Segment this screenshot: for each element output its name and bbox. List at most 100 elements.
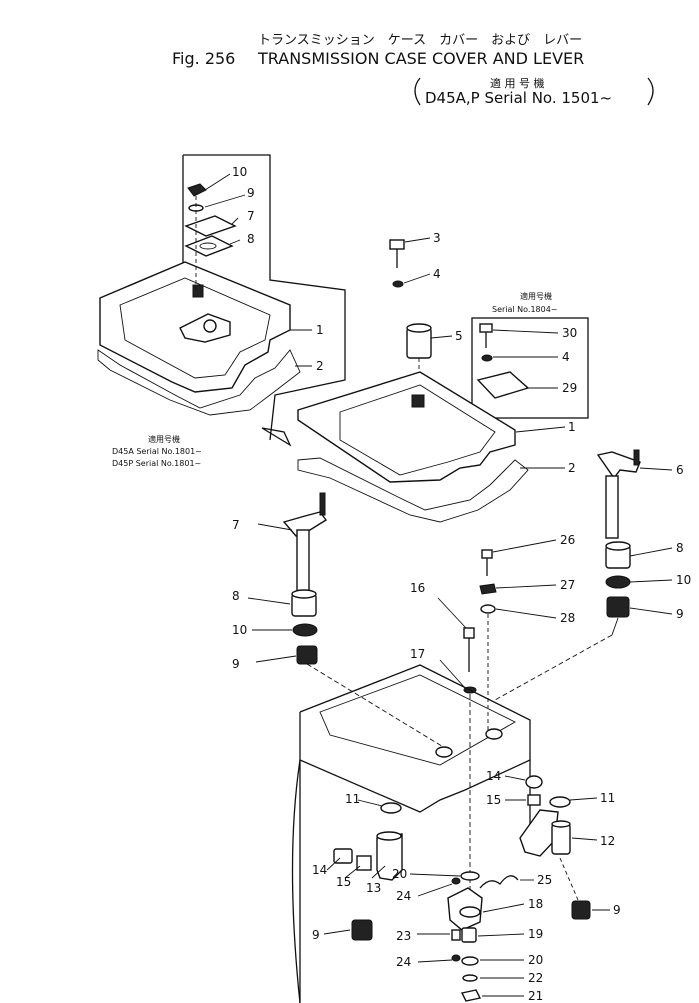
bracket-right [647,77,654,106]
bolt-30-head [479,323,493,333]
gasket-8-inset [184,235,234,257]
callout-3: 3 [433,231,441,245]
callout-24-bottom: 24 [396,955,411,969]
left-note-jp: 適用号機 [148,434,180,444]
callout-9-right: 9 [676,607,684,621]
callout-1b: 1 [568,420,576,434]
callout-22: 22 [528,971,543,985]
right-note-jp: 適用号機 [520,291,552,301]
pin-24-top [451,877,461,885]
seal-10-left [292,623,318,637]
bushing-9-left [296,645,318,665]
callout-25: 25 [537,873,552,887]
left-cap-hole [203,319,217,333]
gasket-2 [297,457,529,523]
case-opening [319,674,516,766]
applicability-jp: 適 用 号 機 [490,76,545,90]
seal-11-right [549,796,571,808]
callout-8-right: 8 [676,541,684,555]
callout-11-right: 11 [600,791,615,805]
lever-7-arm [282,511,328,537]
inset-right-border [471,317,589,419]
right-note-serial: Serial No.1804~ [492,305,558,314]
bushing-9-bottom-right [571,900,591,920]
pin-24-bottom [451,954,461,962]
callout-28: 28 [560,611,575,625]
callout-2b: 2 [568,461,576,475]
cover-1-boss [411,394,425,408]
plate-15-left [356,855,372,871]
case-left-wall-curve [291,759,301,1003]
callout-30: 30 [562,326,577,340]
direction-arrow [261,427,292,447]
callout-17: 17 [410,647,425,661]
callout-9-bottom-left: 9 [312,928,320,942]
lever-12-boss [551,823,571,855]
nut-10-inset [187,183,207,197]
figure-title: TRANSMISSION CASE COVER AND LEVER [257,49,584,68]
jp-title: トランスミッション ケース カバー および レバー [258,33,582,48]
callout-14-left: 14 [312,863,327,877]
washer-20-bottom [461,956,479,966]
case-hole-right [485,728,503,740]
nut-27 [479,583,497,595]
seal-10-right [605,575,631,589]
callout-26: 26 [560,533,575,547]
left-note-serial-p: D45P Serial No.1801~ [112,459,201,468]
callout-19: 19 [528,927,543,941]
washer-20-top [460,871,480,881]
callout-9-bottom-right: 9 [613,903,621,917]
callout-9-left: 9 [232,657,240,671]
callout-10-right: 10 [676,573,691,587]
bolt-14-right [525,775,543,789]
callout-7: 7 [247,209,255,223]
callout-15-left: 15 [336,875,351,889]
washer-28 [480,604,496,614]
left-cover-recess [119,277,271,379]
lever-6-shaft [605,475,619,539]
callout-24-top: 24 [396,889,411,903]
inset-left-border [183,154,346,441]
callout-21: 21 [528,989,543,1003]
figure-number: Fig. 256 [172,49,235,68]
callout-7-left: 7 [232,518,240,532]
callout-8: 8 [247,232,255,246]
callout-5: 5 [455,329,463,343]
lever-13 [376,833,403,881]
bushing-9-bottom-left [351,919,373,941]
washer-22 [462,974,478,982]
callout-20-top: 20 [392,867,407,881]
callout-6: 6 [676,463,684,477]
plate-29 [476,371,530,399]
washer-4 [392,280,404,288]
callout-9: 9 [247,186,255,200]
applicability-serial: D45A,P Serial No. 1501~ [425,89,612,107]
callout-18: 18 [528,897,543,911]
callout-4: 4 [433,267,441,281]
callout-14-right: 14 [486,769,501,783]
callout-12: 12 [600,834,615,848]
bolt-3-head [389,239,405,250]
callout-10: 10 [232,165,247,179]
left-fitting [192,284,204,298]
bolt-16-head [463,627,475,639]
callout-13: 13 [366,881,381,895]
case-hole-left [435,746,453,758]
bushing-9-right [606,596,630,618]
cover-1-recess [339,384,496,476]
plate-15-right [527,794,541,806]
bushing-19 [461,927,477,943]
callout-2: 2 [316,359,324,373]
pin-23 [451,929,461,941]
seal-11-left [380,802,402,814]
callout-4-inset: 4 [562,350,570,364]
left-gasket [97,349,301,416]
spring-25 [479,875,519,889]
cover-1 [297,371,516,483]
callout-8-left: 8 [232,589,240,603]
bracket-left [414,77,421,106]
callout-23: 23 [396,929,411,943]
case-top-face [299,664,531,813]
plate-7-inset [184,215,237,237]
